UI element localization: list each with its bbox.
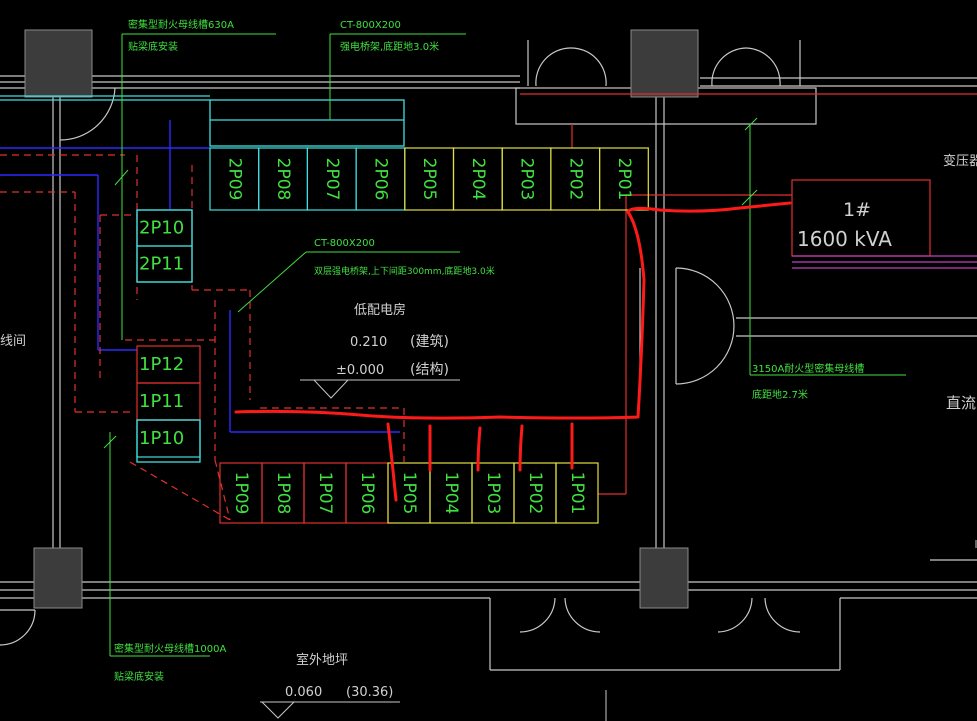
note-bottom-left-1: 密集型耐火母线槽1000A	[114, 642, 226, 655]
room-outdoor-ground: 室外地坪	[296, 652, 348, 668]
note-busbar-right-2: 底距地2.7米	[752, 388, 808, 401]
note-mid-tray-2: 双层强电桥架,上下间距300mm,底距地3.0米	[314, 265, 495, 277]
level-struct-label: (结构)	[410, 362, 449, 378]
panel-label: 2P06	[370, 158, 390, 201]
panel-label: 1P10	[139, 428, 184, 449]
panel-label: 1P06	[357, 472, 377, 515]
hand-drawn-markup	[234, 201, 792, 502]
level-outdoor-abs: (30.36)	[346, 685, 393, 700]
panel-label: 1P08	[273, 472, 293, 515]
panel-cell	[136, 245, 193, 283]
note-busbar-right-1: 3150A耐火型密集母线槽	[752, 362, 864, 375]
level-outdoor-value: 0.060	[285, 685, 322, 700]
panel-label: 2P08	[273, 158, 293, 201]
panel-row-2p: 2P09 2P08 2P07 2P06 2P05 2P04 2P03 2P02 2P01	[209, 147, 649, 211]
panel-label: 1P01	[567, 472, 587, 515]
panel-label: 1P05	[399, 472, 419, 515]
panel-label: 1P03	[483, 472, 503, 515]
panel-label: 1P12	[139, 354, 184, 375]
panel-label: 1P09	[231, 472, 251, 515]
panel-label: 1P07	[315, 472, 335, 515]
panel-label: 2P02	[565, 158, 585, 201]
panel-label: 2P04	[468, 158, 488, 201]
room-left: 线间	[0, 334, 26, 349]
panel-label: 2P03	[517, 158, 537, 201]
panel-group-2p10-2p11: 2P10 2P11	[136, 209, 193, 283]
transformer-capacity: 1600 kVA	[797, 227, 892, 251]
panel-cell	[598, 147, 649, 211]
panel-label: 1P02	[525, 472, 545, 515]
transformer-number: 1#	[843, 199, 871, 221]
panel-label: 2P07	[322, 158, 342, 201]
structural-columns	[24, 29, 699, 609]
misc-white-lines	[260, 379, 977, 721]
note-top-tray-1: CT-800X200	[340, 20, 401, 31]
red-solid-lines	[520, 93, 977, 495]
note-bottom-left-2: 贴梁底安装	[114, 670, 164, 683]
panel-label: 1P11	[139, 391, 184, 412]
room-low-voltage: 低配电房	[354, 302, 406, 318]
level-struct-value: ±0.000	[336, 363, 384, 378]
note-mid-tray-1: CT-800X200	[314, 238, 375, 249]
panel-cell	[555, 462, 599, 524]
note-top-left-2: 贴梁底安装	[128, 40, 178, 53]
panel-label: 1P04	[441, 472, 461, 515]
panel-cell	[136, 419, 201, 458]
panel-label: 2P09	[224, 158, 244, 201]
note-top-tray-2: 强电桥架,底距地3.0米	[340, 40, 439, 53]
panel-label: 2P05	[419, 158, 439, 201]
panel-label: 2P11	[139, 254, 184, 275]
panel-label: 2P01	[614, 158, 634, 201]
panel-group-1p10-1p12: 1P12 1P11 1P10	[136, 345, 201, 458]
blue-wiring	[0, 120, 400, 433]
panel-row-1p: 1P09 1P08 1P07 1P06 1P05 1P04 1P03 1P02 1P01	[219, 462, 599, 524]
green-leaders	[103, 33, 906, 657]
level-arch-label: (建筑)	[410, 334, 449, 350]
note-top-left-1: 密集型耐火母线槽630A	[128, 18, 234, 31]
room-transformer: 变压器	[943, 153, 977, 169]
magenta-lines	[792, 255, 977, 269]
level-arch-value: 0.210	[350, 335, 387, 350]
room-dc-screen: 直流	[946, 394, 976, 412]
panel-label: 2P10	[139, 218, 184, 239]
